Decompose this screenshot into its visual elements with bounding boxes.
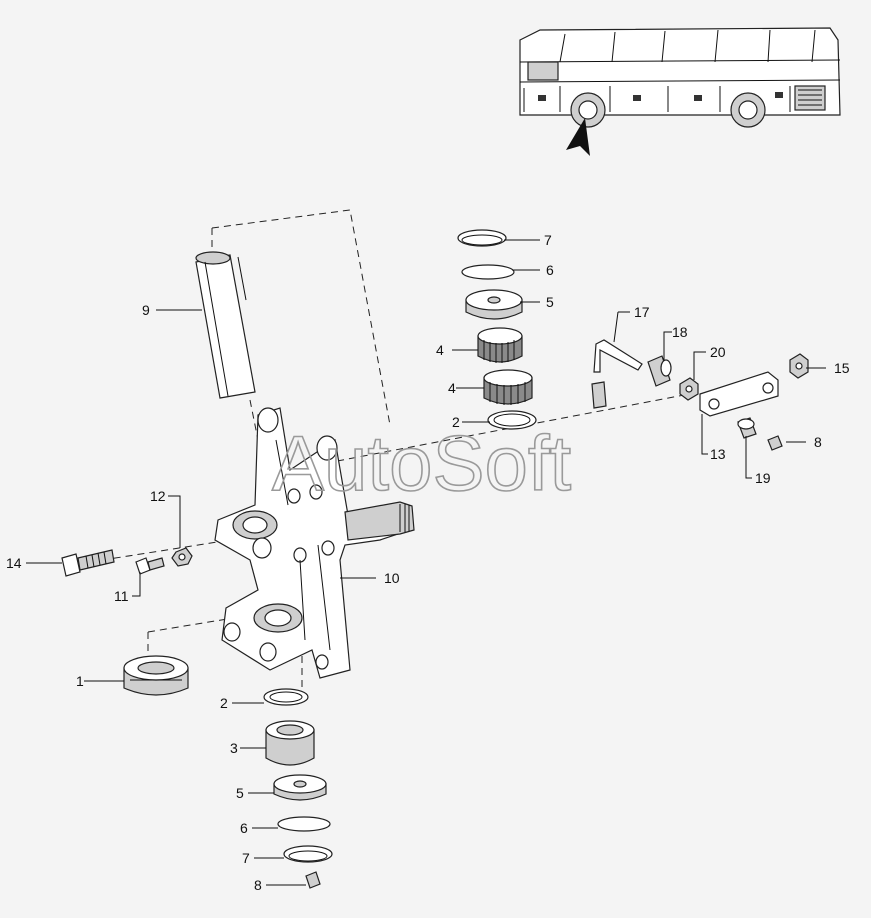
callout-3: 3 [230, 740, 238, 756]
callout-13: 13 [710, 446, 726, 462]
part-8-lower-fitting [305, 871, 321, 889]
part-3-bushing [265, 729, 315, 766]
fasteners-right [591, 339, 809, 451]
part-6-lower-ring [277, 816, 331, 832]
steering-knuckle [214, 407, 415, 679]
part-11-bolt-head [135, 557, 151, 575]
part-8-upper-fitting [767, 435, 783, 451]
callout-14: 14 [6, 555, 22, 571]
callout-labels: 9 7 6 5 4 4 2 17 18 20 15 8 13 19 12 14 … [6, 232, 850, 893]
callout-4-upper: 4 [436, 342, 444, 358]
callout-20: 20 [710, 344, 726, 360]
callout-7-upper: 7 [544, 232, 552, 248]
callout-17: 17 [634, 304, 650, 320]
callout-12: 12 [150, 488, 166, 504]
callout-18: 18 [672, 324, 688, 340]
callout-2-lower: 2 [220, 695, 228, 711]
callout-8-lower: 8 [254, 877, 262, 893]
fasteners-left [61, 547, 193, 577]
callout-8-upper: 8 [814, 434, 822, 450]
assembly-guide-axis [289, 391, 701, 471]
callout-11: 11 [114, 588, 129, 604]
part-7-lower-circlip [283, 845, 333, 863]
lower-bearing-stack [123, 655, 333, 889]
callout-9: 9 [142, 302, 150, 318]
part-7-upper-circlip [457, 229, 507, 247]
callout-7-lower: 7 [242, 850, 250, 866]
callout-4-lower: 4 [448, 380, 456, 396]
part-14-bolt-head [61, 553, 81, 577]
king-pin [195, 251, 256, 399]
watermark-text: AutoSoft [272, 419, 572, 507]
callout-6-upper: 6 [546, 262, 554, 278]
callout-10: 10 [384, 570, 400, 586]
part-6-upper-ring [461, 264, 515, 280]
part-2-lower-shim [263, 688, 309, 706]
callout-6-lower: 6 [240, 820, 248, 836]
callout-2-upper: 2 [452, 414, 460, 430]
callout-5-lower: 5 [236, 785, 244, 801]
callout-leaders [26, 239, 826, 886]
callout-15: 15 [834, 360, 850, 376]
callout-19: 19 [755, 470, 771, 486]
callout-1: 1 [76, 673, 84, 689]
upper-bearing-stack [457, 229, 537, 430]
part-17-hex-key [593, 339, 643, 373]
locator-arrow-icon [566, 118, 590, 156]
callout-5-upper: 5 [546, 294, 554, 310]
bus-locator-illustration [519, 27, 841, 156]
part-13-lever [699, 371, 779, 417]
